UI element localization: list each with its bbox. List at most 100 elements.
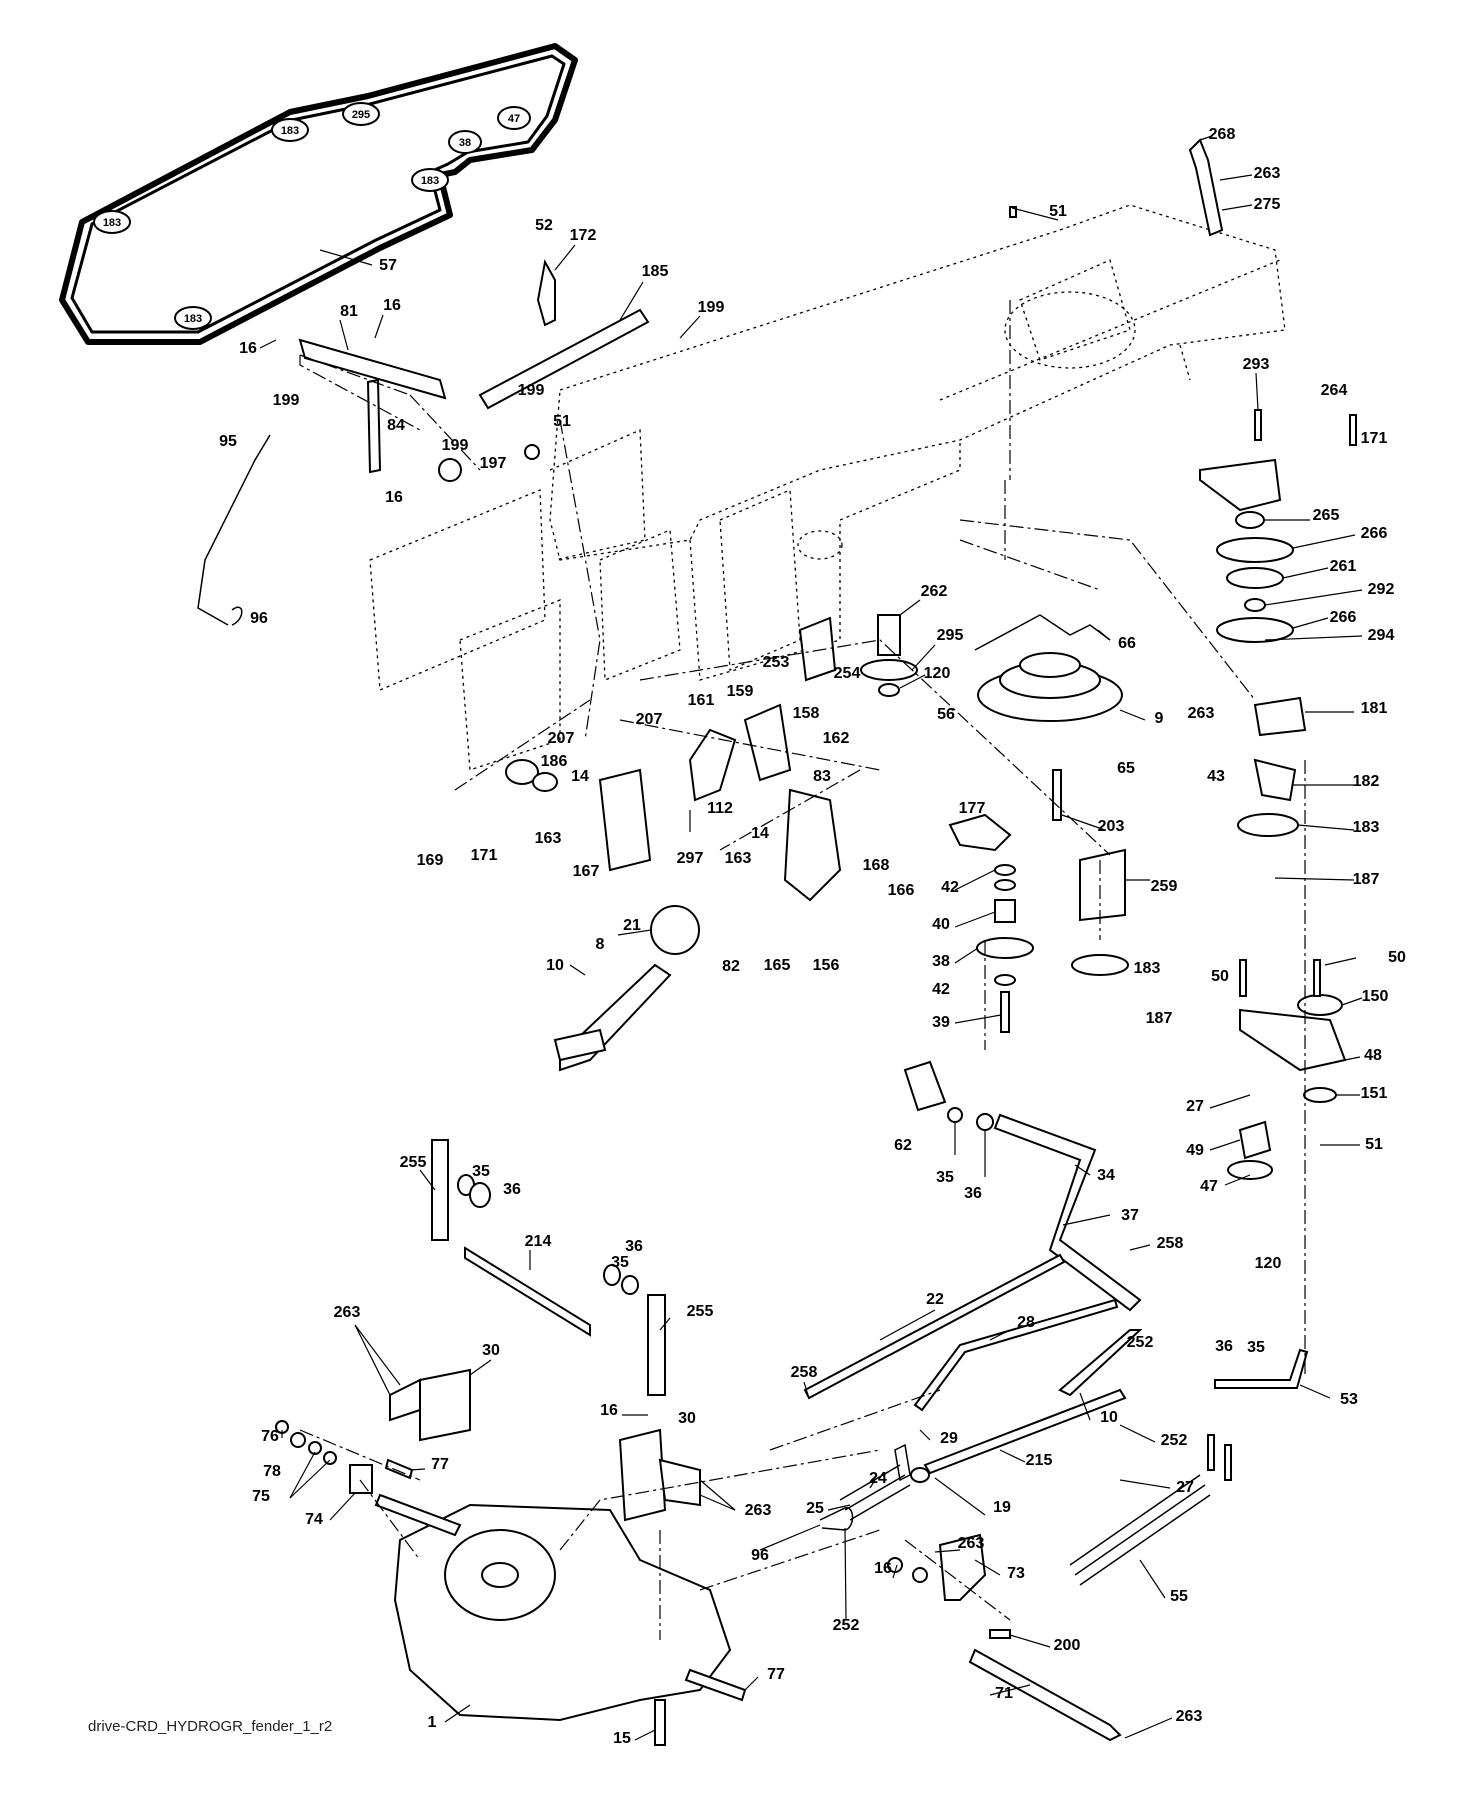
callout: 36 — [503, 1181, 521, 1198]
belt-callout: 183 — [281, 125, 299, 137]
callout: 187 — [1353, 871, 1380, 888]
callout: 35 — [1247, 1339, 1265, 1356]
callout: 255 — [687, 1303, 714, 1320]
callout: 49 — [1186, 1142, 1204, 1159]
callout: 16 — [383, 297, 401, 314]
callout: 182 — [1353, 773, 1380, 790]
callout: 19 — [993, 1499, 1011, 1516]
belt-callout: 38 — [459, 137, 471, 149]
callout: 53 — [1340, 1391, 1358, 1408]
callout: 169 — [417, 852, 444, 869]
callout: 199 — [273, 392, 300, 409]
callout: 151 — [1361, 1085, 1388, 1102]
callout: 183 — [1134, 960, 1161, 977]
callout: 36 — [1215, 1338, 1233, 1355]
callout: 74 — [305, 1511, 323, 1528]
belt-pulley-6 — [93, 210, 131, 234]
callout: 266 — [1361, 525, 1388, 542]
callout: 47 — [1200, 1178, 1218, 1195]
callout: 200 — [1054, 1637, 1081, 1654]
callout: 40 — [932, 916, 950, 933]
callout: 294 — [1368, 627, 1395, 644]
callout: 112 — [707, 800, 733, 817]
callout: 207 — [548, 730, 575, 747]
callout: 252 — [1127, 1334, 1154, 1351]
callout: 150 — [1362, 988, 1389, 1005]
belt-pulley-3 — [271, 118, 309, 142]
callout: 30 — [482, 1342, 500, 1359]
callout: 50 — [1388, 949, 1406, 966]
callout: 51 — [1049, 203, 1067, 220]
callout: 177 — [959, 800, 986, 817]
callout: 258 — [1157, 1235, 1184, 1252]
callout: 263 — [1188, 705, 1215, 722]
callout: 199 — [518, 382, 545, 399]
callout-labels: 57 81 16 16 52 172 185 199 199 199 84 19… — [219, 126, 1406, 1747]
belt-pulley-5 — [411, 168, 449, 192]
callout: 35 — [611, 1254, 629, 1271]
callout: 36 — [625, 1238, 643, 1255]
callout: 55 — [1170, 1588, 1188, 1605]
callout: 16 — [600, 1402, 618, 1419]
belt-callout: 183 — [184, 313, 202, 325]
callout: 66 — [1118, 635, 1136, 652]
tractor-frame — [369, 204, 1286, 771]
callout: 75 — [252, 1488, 270, 1505]
callout: 56 — [937, 706, 955, 723]
callout: 254 — [834, 665, 861, 682]
callout: 36 — [964, 1185, 982, 1202]
callout: 42 — [941, 879, 959, 896]
callout: 34 — [1097, 1167, 1115, 1184]
callout: 156 — [813, 957, 840, 974]
belt-pulley-4 — [448, 130, 482, 154]
callout: 215 — [1026, 1452, 1053, 1469]
callout: 81 — [340, 303, 358, 320]
callout: 82 — [722, 958, 740, 975]
callout: 35 — [472, 1163, 490, 1180]
callout: 14 — [751, 825, 769, 842]
callout: 168 — [863, 857, 890, 874]
callout: 51 — [1365, 1136, 1383, 1153]
callout: 43 — [1207, 768, 1225, 785]
callout: 252 — [1161, 1432, 1188, 1449]
callout: 28 — [1017, 1314, 1035, 1331]
assembly-lines — [299, 300, 1306, 1640]
callout: 268 — [1209, 126, 1236, 143]
belt-pulley-1 — [342, 102, 380, 126]
belt-callout: 47 — [508, 113, 520, 125]
belt-callout: 183 — [421, 175, 439, 187]
callout: 264 — [1321, 382, 1348, 399]
callout: 57 — [379, 257, 397, 274]
callout: 42 — [932, 981, 950, 998]
callout: 203 — [1098, 818, 1125, 835]
callout: 62 — [894, 1137, 912, 1154]
callout: 261 — [1330, 558, 1357, 575]
callout: 16 — [239, 340, 257, 357]
callout: 197 — [480, 455, 507, 472]
callout: 266 — [1330, 609, 1357, 626]
callout: 27 — [1186, 1098, 1204, 1115]
callout: 166 — [888, 882, 915, 899]
callout: 65 — [1117, 760, 1135, 777]
callout: 35 — [936, 1169, 954, 1186]
callout: 10 — [1100, 1409, 1118, 1426]
callout: 253 — [763, 654, 790, 671]
callout: 10 — [546, 957, 564, 974]
callout: 183 — [1353, 819, 1380, 836]
callout: 78 — [263, 1463, 281, 1480]
callout: 163 — [725, 850, 752, 867]
callout: 16 — [874, 1560, 892, 1577]
callout: 265 — [1313, 507, 1340, 524]
callout: 159 — [727, 683, 754, 700]
callout: 199 — [442, 437, 469, 454]
callout: 8 — [596, 936, 605, 953]
callout: 37 — [1121, 1207, 1139, 1224]
callout: 263 — [745, 1502, 772, 1519]
callout: 181 — [1361, 700, 1388, 717]
callout: 25 — [806, 1500, 824, 1517]
callout: 52 — [535, 217, 553, 234]
callout: 263 — [1254, 165, 1281, 182]
callout: 171 — [471, 847, 498, 864]
callout: 292 — [1368, 581, 1395, 598]
